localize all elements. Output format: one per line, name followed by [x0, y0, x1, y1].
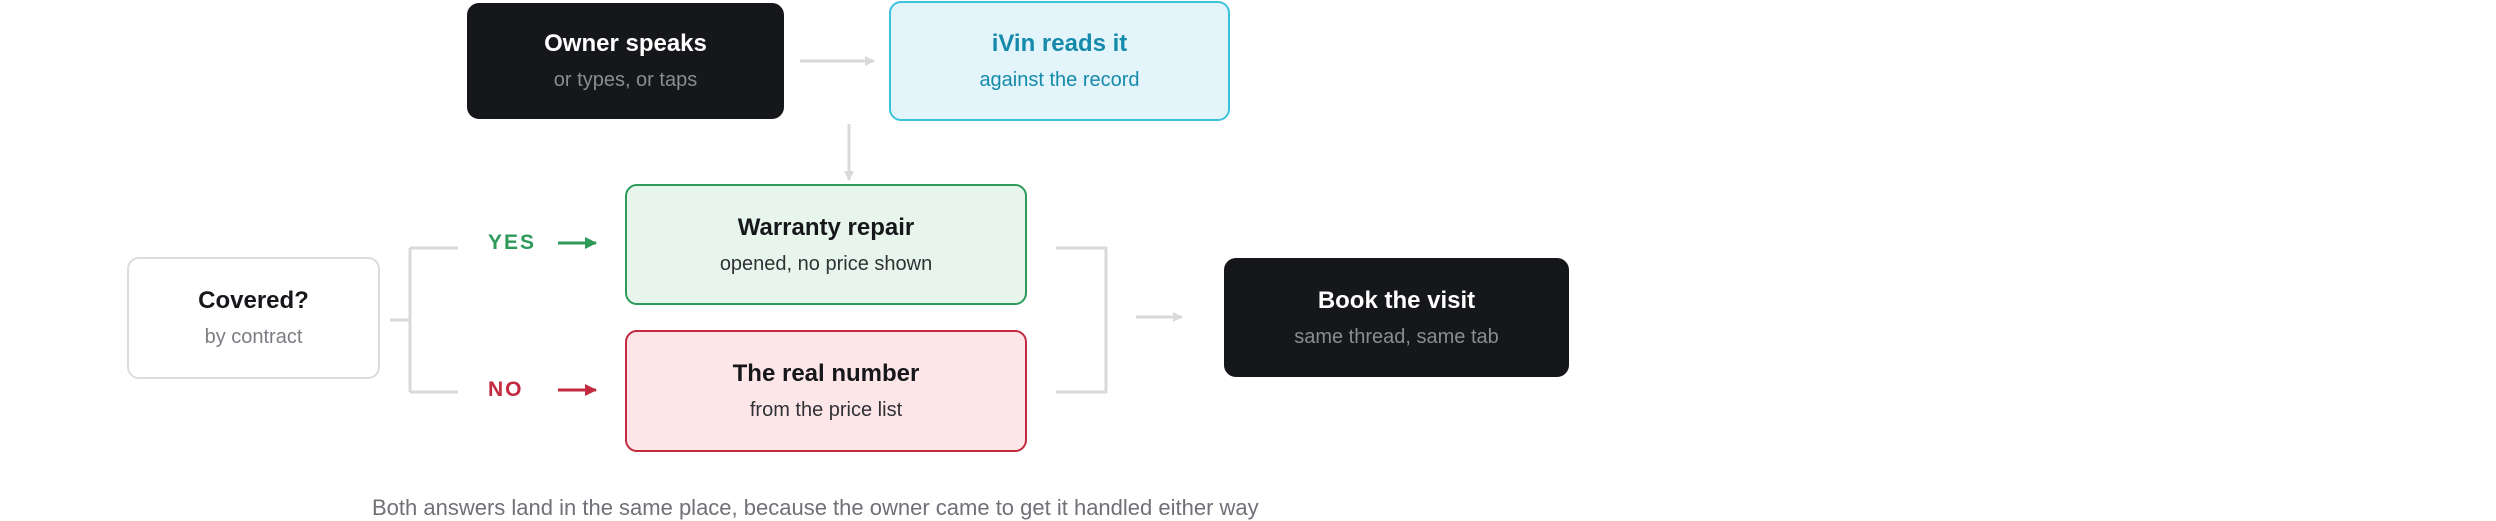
branch-label-yes: YES	[488, 231, 537, 254]
node-subtitle: from the price list	[749, 399, 903, 421]
node-title: Book the visit	[1317, 286, 1476, 314]
bracket-covered-branches	[390, 246, 458, 394]
branch-label-no: NO	[488, 378, 524, 401]
node-title: Warranty repair	[737, 213, 915, 241]
node-title: iVin reads it	[991, 30, 1128, 57]
node-subtitle: opened, no price shown	[719, 252, 933, 275]
node-owner-speaks: Owner speaks or types, or taps	[467, 3, 784, 119]
node-subtitle: or types, or taps	[553, 69, 698, 91]
node-subtitle: by contract	[204, 326, 303, 348]
node-title: Covered?	[198, 287, 309, 314]
bracket-merge	[1056, 246, 1108, 394]
node-covered: Covered? by contract	[127, 257, 380, 379]
node-subtitle: against the record	[979, 69, 1140, 91]
node-title: The real number	[732, 360, 920, 387]
node-real-number: The real number from the price list	[625, 330, 1027, 452]
node-book-the-visit: Book the visit same thread, same tab	[1224, 258, 1569, 377]
node-warranty-repair: Warranty repair opened, no price shown	[625, 184, 1027, 305]
node-subtitle: same thread, same tab	[1294, 325, 1499, 348]
node-ivin-reads: iVin reads it against the record	[889, 1, 1230, 121]
node-title: Owner speaks	[544, 30, 707, 57]
diagram-caption: Both answers land in the same place, bec…	[372, 495, 1259, 520]
